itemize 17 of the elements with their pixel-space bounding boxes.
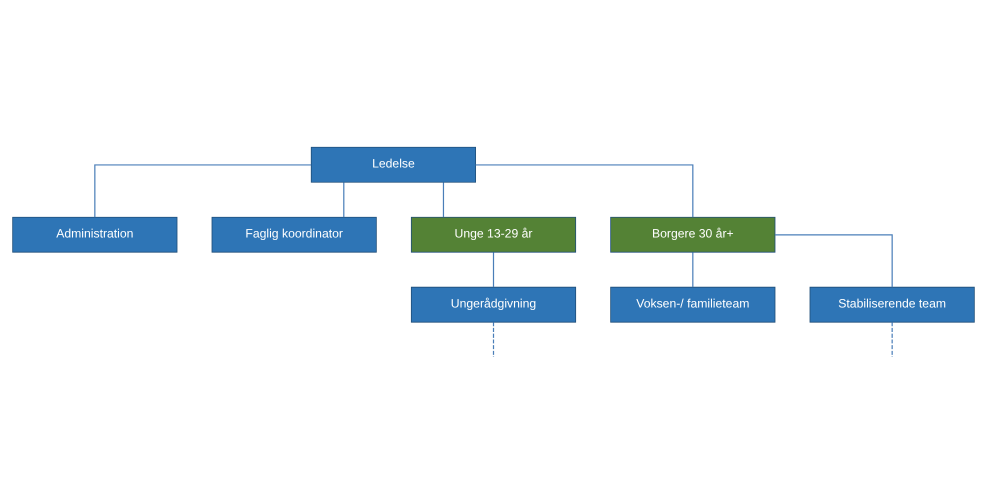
- node-box: Borgere 30 år+: [610, 216, 776, 252]
- node-box: Voksen-/ familieteam: [610, 286, 776, 322]
- connector: [476, 164, 694, 217]
- connector: [94, 164, 312, 217]
- node-box: Unge 13-29 år: [410, 216, 576, 252]
- connector: [343, 182, 344, 217]
- connector: [442, 182, 444, 217]
- connector: [492, 252, 494, 287]
- node-box: Faglig koordinator: [212, 216, 377, 252]
- node-box: Ledelse: [310, 146, 476, 182]
- connector: [775, 234, 893, 287]
- node-box: Stabiliserende team: [810, 286, 975, 322]
- connector: [892, 322, 893, 356]
- node-box: Ungerådgivning: [410, 286, 576, 322]
- connector: [692, 252, 694, 287]
- node-box: Administration: [12, 216, 178, 252]
- connector: [492, 322, 494, 356]
